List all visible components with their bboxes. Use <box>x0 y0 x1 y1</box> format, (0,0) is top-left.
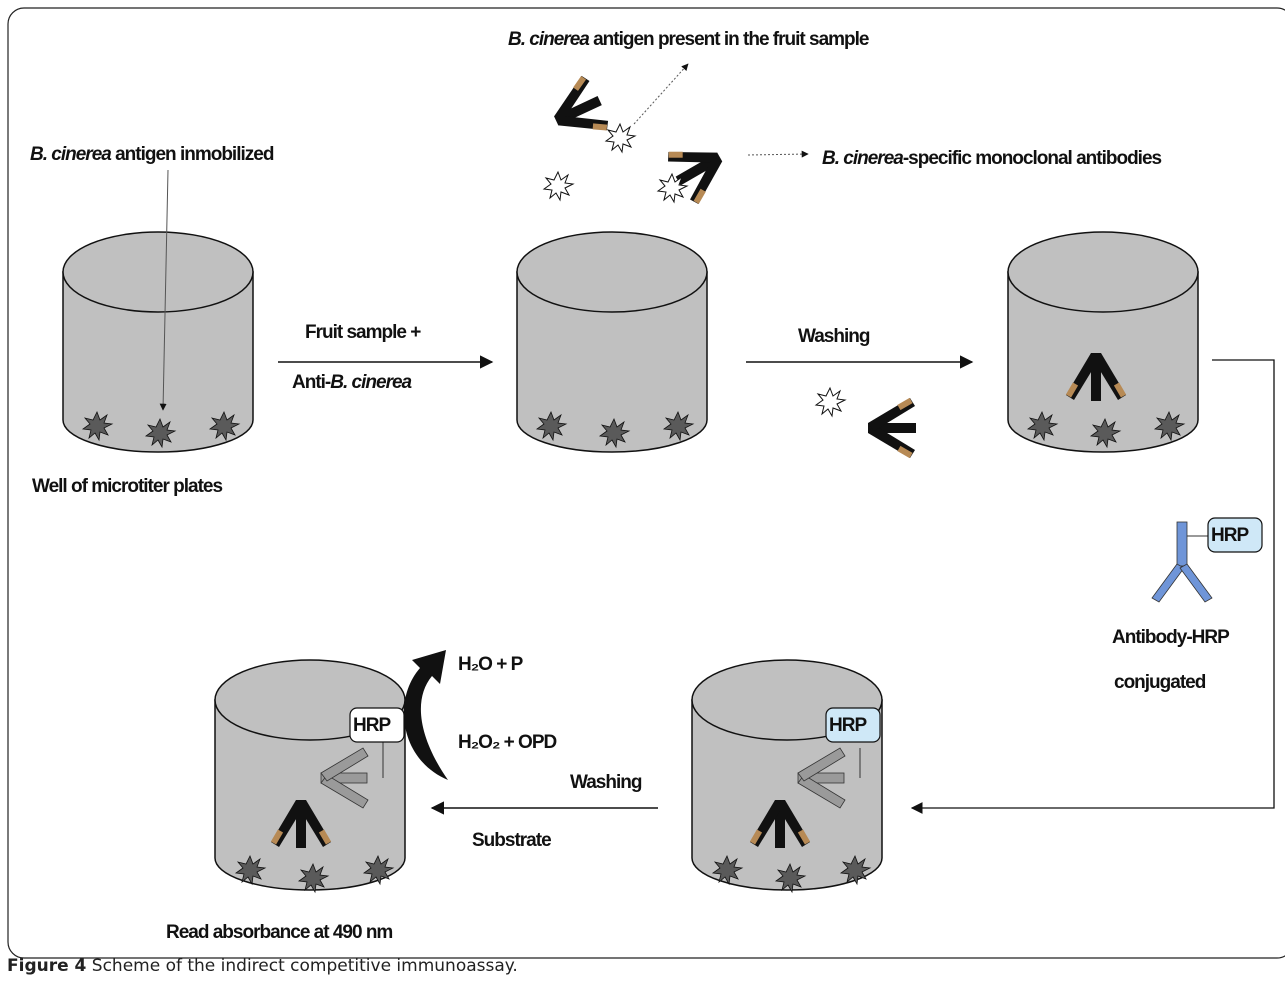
label-read-absorbance: Read absorbance at 490 nm <box>166 922 392 943</box>
hrp-conjugate: HRP <box>1151 517 1263 603</box>
label-step1-bottom: Anti-B. cinerea <box>292 372 413 393</box>
label-substrate-reagents: H₂O₂ + OPD <box>458 732 556 753</box>
well-3 <box>1007 231 1199 453</box>
well-1 <box>62 231 254 453</box>
hrp-text: HRP <box>353 715 391 736</box>
bound-free-antigen <box>815 387 846 417</box>
label-hrp-line2: conjugated <box>1114 672 1206 693</box>
figure-caption: Figure 4 Scheme of the indirect competit… <box>7 956 518 976</box>
label-washing-1: Washing <box>798 326 870 347</box>
figure-frame <box>7 7 1285 959</box>
washed-complex <box>868 397 916 459</box>
label-step1-top: Fruit sample + <box>305 322 421 343</box>
well-2 <box>516 231 708 453</box>
label-well: Well of microtiter plates <box>32 476 222 497</box>
hrp-text: HRP <box>1211 525 1249 546</box>
label-antigen-fruit: B. cinerea antigen present in the fruit … <box>508 29 869 50</box>
free-antigen <box>605 123 636 153</box>
free-antigen <box>543 171 574 201</box>
label-products: H₂O + P <box>458 654 524 675</box>
hrp-text: HRP <box>829 715 867 736</box>
label-mab: B. cinerea-specific monoclonal antibodie… <box>822 148 1162 169</box>
well-5: HRP <box>214 659 406 893</box>
label-washing-2: Washing <box>570 772 642 793</box>
reaction-arrow <box>403 650 448 780</box>
label-substrate: Substrate <box>472 830 551 851</box>
free-antibody-left <box>543 73 613 149</box>
label-hrp-line1: Antibody-HRP <box>1112 627 1230 648</box>
well-4: HRP <box>691 659 883 893</box>
label-antigen-immobilized: B. cinerea antigen inmobilized <box>30 144 274 165</box>
